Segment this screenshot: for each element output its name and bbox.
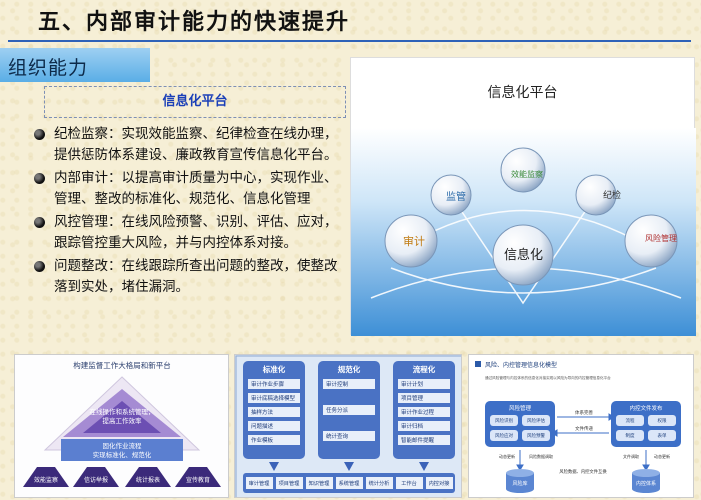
pyramid-base-item: 宣传教育 bbox=[186, 476, 210, 484]
left-box-item: 风险预警 bbox=[527, 432, 545, 439]
right-database-icon bbox=[632, 469, 660, 493]
risk-model-figure: 风险、内控管理信息化模型 通过风险管理与内控体系的信息化对接实现以风险为导向的内… bbox=[468, 354, 694, 498]
bottom-module: 内控对接 bbox=[429, 479, 450, 487]
bullet-text: 内部审计：以提高审计质量为中心，实现作业、管理、整改的标准化、规范化、信息化管理 bbox=[54, 170, 338, 207]
right-box-item: 制度 bbox=[626, 432, 635, 439]
side-label: 动态更新 bbox=[654, 453, 670, 459]
section-tab: 组织能力 bbox=[0, 48, 150, 82]
column-header: 规范化 bbox=[338, 364, 361, 374]
right-box-item: 流程 bbox=[626, 417, 635, 424]
right-database-label: 内控体系 bbox=[636, 480, 656, 487]
column-item: 项目管理 bbox=[401, 394, 424, 402]
column-item: 审计控制 bbox=[326, 380, 349, 388]
link-label: 体系完善 bbox=[575, 409, 593, 416]
standards-figure: 标准化 规范化 流程化 审计作业步骤 审计底稿选择模型 抽样方法 问题描述 作业… bbox=[234, 354, 462, 498]
column-item: 审计作业步骤 bbox=[251, 380, 285, 388]
bullet-icon bbox=[34, 217, 45, 228]
bottom-module: 项目管理 bbox=[279, 479, 301, 487]
slide-title: 五、内部审计能力的快速提升 bbox=[38, 10, 351, 35]
node-efficiency-icon bbox=[500, 147, 546, 193]
left-box-item: 风险应对 bbox=[495, 432, 513, 439]
left-box-title: 风险管理 bbox=[509, 404, 532, 412]
left-database-label: 风险库 bbox=[512, 480, 527, 487]
right-box-title: 内控文件发布 bbox=[629, 404, 663, 412]
hub-icon bbox=[492, 224, 554, 286]
node-efficiency-label: 效能监察 bbox=[511, 169, 543, 179]
column-item: 统计查询 bbox=[326, 432, 349, 440]
pyramid-figure: 构建监督工作大格局和新平台 在线操作和系统管理， 提高工作效率 固化作业流程 实… bbox=[14, 354, 229, 498]
side-label: 文件调取 bbox=[623, 453, 639, 459]
bullet-item: 问题整改：在线跟踪所查出问题的整改，使整改落到实处，堵住漏洞。 bbox=[30, 256, 350, 298]
bullet-list: 纪检监察：实现效能监察、纪律检查在线办理，提供惩防体系建设、廉政教育宣传信息化平… bbox=[30, 124, 350, 300]
bullet-item: 纪检监察：实现效能监察、纪律检查在线办理，提供惩防体系建设、廉政教育宣传信息化平… bbox=[30, 124, 350, 166]
platform-label-box: 信息化平台 bbox=[44, 86, 346, 118]
node-risk-label: 风险管理 bbox=[645, 233, 677, 243]
risk-model-subtitle: 通过风险管理与内控体系的信息化对接实现以风险为导向的内控管理信息化平台 bbox=[485, 375, 611, 380]
bullet-icon bbox=[34, 173, 45, 184]
column-item: 作业模板 bbox=[251, 436, 274, 444]
pyramid-title: 构建监督工作大格局和新平台 bbox=[73, 360, 171, 370]
pyramid-tier2-line1: 固化作业流程 bbox=[103, 441, 143, 450]
bullet-item: 内部审计：以提高审计质量为中心，实现作业、管理、整改的标准化、规范化、信息化管理 bbox=[30, 168, 350, 210]
left-database-icon bbox=[506, 469, 534, 493]
right-box-item: 权限 bbox=[658, 417, 667, 424]
platform-diagram-title: 信息化平台 bbox=[487, 85, 558, 101]
side-label: 动态更新 bbox=[499, 453, 515, 459]
column-item: 智能邮件提醒 bbox=[401, 436, 435, 444]
pyramid-tier1-line1: 在线操作和系统管理， bbox=[90, 407, 155, 416]
bullet-text: 纪检监察：实现效能监察、纪律检查在线办理，提供惩防体系建设、廉政教育宣传信息化平… bbox=[54, 126, 338, 163]
bullet-text: 风控管理：在线风险预警、识别、评估、应对，跟踪管控重大风险，并与内控体系对接。 bbox=[54, 214, 338, 251]
title-rule bbox=[8, 40, 691, 42]
node-supervision-icon bbox=[430, 174, 472, 216]
bottom-module: 知识管理 bbox=[309, 479, 331, 487]
column-item: 抽样方法 bbox=[251, 408, 274, 416]
bottom-module: 统计分析 bbox=[369, 479, 390, 487]
left-box-item: 风险识别 bbox=[495, 417, 513, 424]
risk-model-title: 风险、内控管理信息化模型 bbox=[485, 361, 557, 369]
node-supervision-label: 监管 bbox=[446, 190, 466, 203]
bottom-module: 工作台 bbox=[401, 479, 417, 487]
bottom-module: 系统管理 bbox=[339, 479, 361, 487]
bullet-icon bbox=[34, 261, 45, 272]
column-header: 标准化 bbox=[262, 364, 286, 374]
node-audit-icon bbox=[384, 214, 438, 268]
column-item: 审计作业过程 bbox=[401, 408, 435, 416]
pyramid-tier2-line2: 实现标准化、规范化 bbox=[93, 450, 152, 459]
right-box-item: 表单 bbox=[658, 432, 667, 439]
node-discipline-label: 纪检 bbox=[603, 189, 621, 201]
pyramid-base-item: 信访举报 bbox=[84, 476, 108, 484]
left-box-item: 风险评估 bbox=[527, 417, 545, 424]
bullet-icon bbox=[34, 129, 45, 140]
pyramid-tier1-line2: 提高工作效率 bbox=[103, 416, 143, 425]
side-label: 风险数据调取 bbox=[529, 453, 553, 459]
node-discipline-icon bbox=[575, 174, 617, 216]
link-label: 文件传递 bbox=[575, 425, 593, 432]
pyramid-base-item: 效能监察 bbox=[34, 476, 58, 484]
bullet-item: 风控管理：在线风险预警、识别、评估、应对，跟踪管控重大风险，并与内控体系对接。 bbox=[30, 212, 350, 254]
column-header: 流程化 bbox=[413, 364, 436, 374]
bottom-module: 审计管理 bbox=[249, 479, 271, 487]
column-item: 审计底稿选择模型 bbox=[251, 394, 296, 402]
column-item: 审计归档 bbox=[401, 422, 424, 430]
column-item: 任务分派 bbox=[326, 406, 349, 414]
platform-diagram: 效能监察 监管 审计 纪检 风险管理 信息化 bbox=[351, 128, 696, 336]
platform-diagram-panel: 效能监察 监管 审计 纪检 风险管理 信息化 信息化平台 bbox=[350, 57, 696, 336]
column-item: 审计计划 bbox=[401, 380, 423, 388]
bullet-text: 问题整改：在线跟踪所查出问题的整改，使整改落到实处，堵住漏洞。 bbox=[54, 258, 338, 295]
column-item: 问题描述 bbox=[251, 422, 274, 430]
bottom-note: 风险数据、内控文件互换 bbox=[559, 468, 607, 475]
pyramid-base-item: 统计报表 bbox=[136, 476, 160, 484]
node-audit-label: 审计 bbox=[403, 234, 425, 248]
hub-label: 信息化 bbox=[504, 247, 543, 263]
node-risk-icon bbox=[624, 214, 678, 268]
